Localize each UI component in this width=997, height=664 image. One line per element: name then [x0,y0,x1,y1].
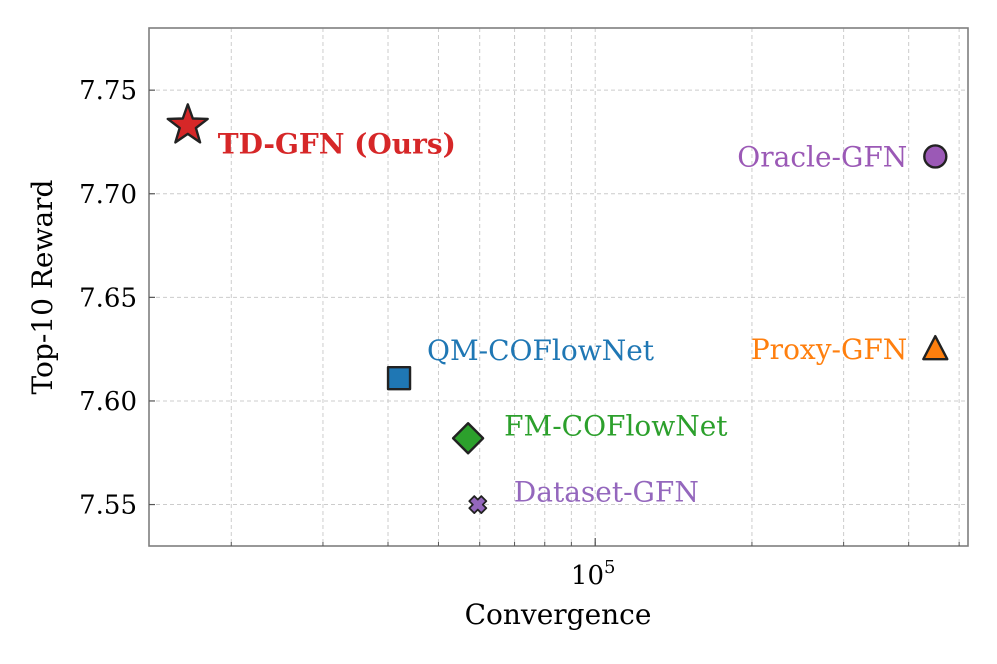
axis-ticks: 7.55 7.60 7.65 7.70 7.75 105 [79,76,960,591]
qm-coflownet-label: QM-COFlowNet [427,334,655,367]
x-axis-title: Convergence [465,598,652,631]
dataset-gfn-label: Dataset-GFN [514,476,699,509]
fm-coflownet-label: FM-COFlowNet [504,409,728,442]
td-gfn-ours-label: TD-GFN (Ours) [218,127,456,160]
oracle-gfn-label: Oracle-GFN [737,140,907,173]
y-tick-label: 7.75 [79,76,137,106]
td-gfn-ours-marker [166,103,209,144]
y-tick-label: 7.65 [79,283,137,313]
oracle-gfn-marker [923,144,948,169]
x-tick-label: 105 [571,557,616,591]
proxy-gfn-label: Proxy-GFN [751,333,907,366]
fm-coflownet-marker [451,422,485,455]
proxy-gfn-marker [922,334,949,361]
grid [149,28,968,546]
data-points: TD-GFN (Ours) Oracle-GFN Proxy-GFN QM-COFlo… [166,103,949,514]
y-tick-label: 7.70 [79,180,137,210]
y-tick-label: 7.55 [79,491,137,521]
y-axis-title: Top-10 Reward [26,179,59,394]
qm-coflownet-marker [386,365,412,391]
dataset-gfn-marker [468,495,488,514]
y-tick-label: 7.60 [79,387,137,417]
plot-frame [148,27,969,547]
